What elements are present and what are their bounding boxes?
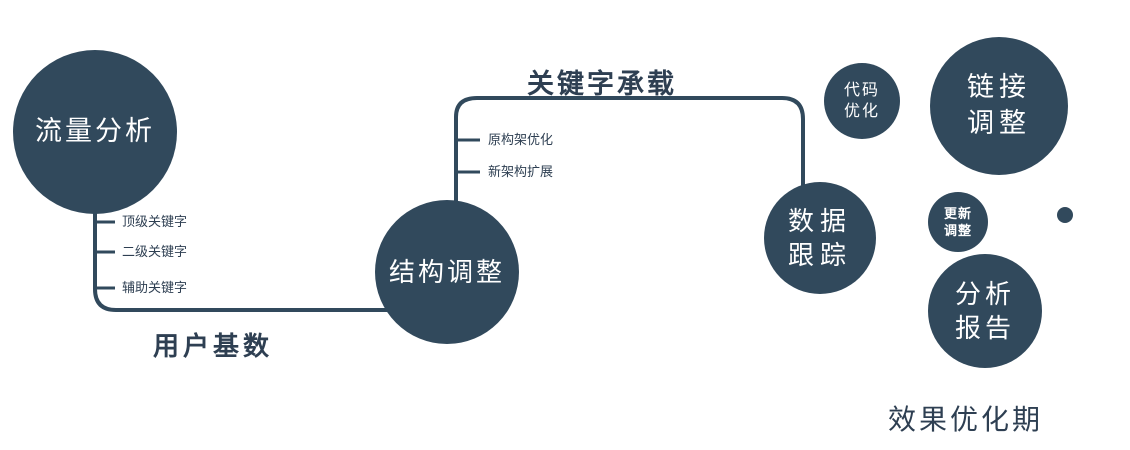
tick-label-second-keyword: 二级关键字 bbox=[122, 244, 188, 259]
node-traffic-analysis: 流量分析 bbox=[13, 50, 177, 214]
tick-label-new-architecture: 新架构扩展 bbox=[488, 164, 554, 179]
tick-label-top-keyword: 顶级关键字 bbox=[122, 214, 188, 229]
tick-label-aux-keyword: 辅助关键字 bbox=[122, 280, 188, 295]
node-update-adjustment-line2: 调整 bbox=[943, 223, 972, 238]
node-analysis-report-line2: 报告 bbox=[954, 313, 1015, 343]
node-code-optimization-line2: 优化 bbox=[843, 103, 880, 120]
node-code-optimization: 代码 优化 bbox=[824, 63, 900, 139]
node-structure-adjustment-label: 结构调整 bbox=[388, 256, 505, 287]
small-dot-marker bbox=[1057, 207, 1073, 223]
node-analysis-report: 分析 报告 bbox=[928, 254, 1042, 368]
node-analysis-report-line1: 分析 bbox=[954, 278, 1015, 309]
node-link-adjustment-line2: 调整 bbox=[967, 108, 1031, 138]
caption-effect-optimization-period: 效果优化期 bbox=[888, 404, 1044, 435]
node-data-tracking: 数据 跟踪 bbox=[764, 182, 876, 294]
node-link-adjustment-line1: 链接 bbox=[967, 72, 1031, 103]
node-link-adjustment: 链接 调整 bbox=[930, 37, 1068, 175]
tick-label-original-architecture: 原构架优化 bbox=[488, 132, 554, 147]
node-data-tracking-line1: 数据 bbox=[787, 205, 852, 236]
node-update-adjustment-line1: 更新 bbox=[943, 205, 972, 221]
node-update-adjustment: 更新 调整 bbox=[928, 192, 988, 252]
node-code-optimization-line1: 代码 bbox=[843, 81, 880, 99]
edge-label-user-base: 用户基数 bbox=[153, 331, 274, 361]
node-data-tracking-line2: 跟踪 bbox=[787, 240, 852, 270]
edge-label-keyword-carry: 关键字承载 bbox=[527, 69, 677, 99]
node-structure-adjustment: 结构调整 bbox=[375, 200, 519, 344]
node-traffic-analysis-label: 流量分析 bbox=[35, 116, 155, 147]
edge-structure-to-tracking bbox=[454, 96, 805, 208]
